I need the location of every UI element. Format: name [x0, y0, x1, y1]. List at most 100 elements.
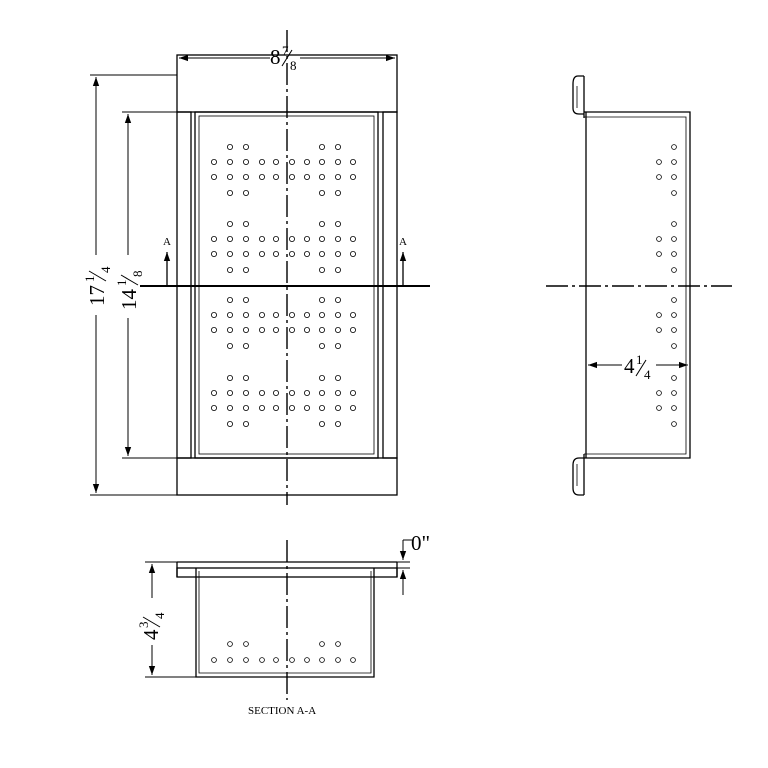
svg-text:8: 8 — [130, 271, 145, 278]
perforation-hole — [318, 311, 325, 318]
perforation-hole — [226, 374, 233, 381]
width-dimension-label: 8 7 8 — [270, 43, 297, 73]
side-perforation-hole — [671, 236, 677, 242]
side-perforation-hole — [671, 159, 677, 165]
side-perforations — [656, 144, 677, 427]
perforation-hole — [210, 326, 217, 333]
section-perforation-hole — [319, 657, 325, 663]
perforation-hole — [334, 374, 341, 381]
perforation-hole — [288, 173, 295, 180]
perforation-hole — [242, 404, 249, 411]
svg-text:4: 4 — [139, 629, 163, 640]
svg-text:17: 17 — [85, 285, 109, 306]
side-perforation-hole — [671, 390, 677, 396]
perforation-hole — [334, 189, 341, 196]
svg-text:1: 1 — [114, 280, 129, 287]
perforation-hole — [272, 404, 279, 411]
perforation-hole — [318, 326, 325, 333]
perforation-hole — [258, 326, 265, 333]
perforation-hole — [242, 235, 249, 242]
perforation-hole — [210, 235, 217, 242]
perforation-hole — [334, 266, 341, 273]
perforation-hole — [272, 389, 279, 396]
side-perforation-hole — [671, 190, 677, 196]
svg-text:4: 4 — [624, 354, 635, 378]
side-body — [584, 111, 691, 459]
perforation-hole — [349, 326, 356, 333]
section-perforation-hole — [304, 657, 310, 663]
perforation-hole — [226, 326, 233, 333]
perforation-hole — [226, 220, 233, 227]
side-perforation-hole — [671, 267, 677, 273]
section-perforation-hole — [211, 657, 217, 663]
section-caption: SECTION A-A — [248, 705, 316, 717]
perforation-hole — [303, 235, 310, 242]
section-perforation-hole — [335, 657, 341, 663]
perforation-hole — [210, 389, 217, 396]
perforation-hole — [242, 220, 249, 227]
side-view: 4 1 4 — [546, 75, 732, 496]
perforation-hole — [349, 158, 356, 165]
section-perforation-hole — [289, 657, 295, 663]
perforation-hole — [334, 420, 341, 427]
side-perforation-hole — [656, 312, 662, 318]
svg-text:8: 8 — [270, 45, 281, 69]
section-perforation-hole — [227, 657, 233, 663]
side-perforation-hole — [671, 375, 677, 381]
perforation-hole — [226, 143, 233, 150]
perforation-hole — [226, 404, 233, 411]
perforation-hole — [303, 311, 310, 318]
svg-text:1: 1 — [82, 276, 97, 283]
perforation-hole — [288, 326, 295, 333]
perforation-hole — [334, 342, 341, 349]
svg-text:3: 3 — [136, 622, 151, 629]
perforation-hole — [242, 311, 249, 318]
perforation-hole — [318, 189, 325, 196]
perforation-hole — [242, 296, 249, 303]
inner-length-dimension-label: 14 1 8 — [114, 271, 145, 311]
side-perforation-hole — [671, 174, 677, 180]
perforation-hole — [272, 311, 279, 318]
perforation-hole — [242, 158, 249, 165]
perforation-hole — [334, 220, 341, 227]
perforation-hole — [226, 158, 233, 165]
perforation-hole — [272, 173, 279, 180]
perforation-hole — [288, 389, 295, 396]
perforation-hole — [349, 389, 356, 396]
side-perforation-hole — [671, 421, 677, 427]
perforation-hole — [258, 389, 265, 396]
perforation-hole — [349, 173, 356, 180]
perforation-hole — [303, 250, 310, 257]
perforation-hole — [210, 404, 217, 411]
perforation-hole — [226, 189, 233, 196]
perforation-hole — [242, 389, 249, 396]
section-perforations — [211, 641, 356, 663]
side-perforation-hole — [656, 236, 662, 242]
perforation-hole — [258, 311, 265, 318]
perforation-hole — [272, 158, 279, 165]
perforation-hole — [226, 342, 233, 349]
side-hook-bottom — [572, 457, 584, 496]
perforation-hole — [226, 311, 233, 318]
perforation-hole — [318, 220, 325, 227]
length-dimension-label: 17 1 4 — [82, 266, 113, 306]
side-perforation-hole — [671, 144, 677, 150]
perforation-hole — [288, 235, 295, 242]
section-marker-right: A — [399, 236, 407, 248]
perforation-hole — [258, 158, 265, 165]
section-basket-inner — [198, 571, 372, 674]
side-depth-label: 4 1 4 — [624, 352, 651, 382]
side-perforation-hole — [671, 251, 677, 257]
offset-label: 0" — [411, 531, 430, 555]
perforation-hole — [334, 158, 341, 165]
perforation-hole — [318, 389, 325, 396]
section-perforation-hole — [243, 657, 249, 663]
perforation-hole — [226, 250, 233, 257]
perforation-hole — [334, 296, 341, 303]
perforation-hole — [210, 250, 217, 257]
perforation-hole — [334, 389, 341, 396]
section-perforation-hole — [259, 657, 265, 663]
perforation-hole — [318, 158, 325, 165]
perforation-hole — [318, 250, 325, 257]
